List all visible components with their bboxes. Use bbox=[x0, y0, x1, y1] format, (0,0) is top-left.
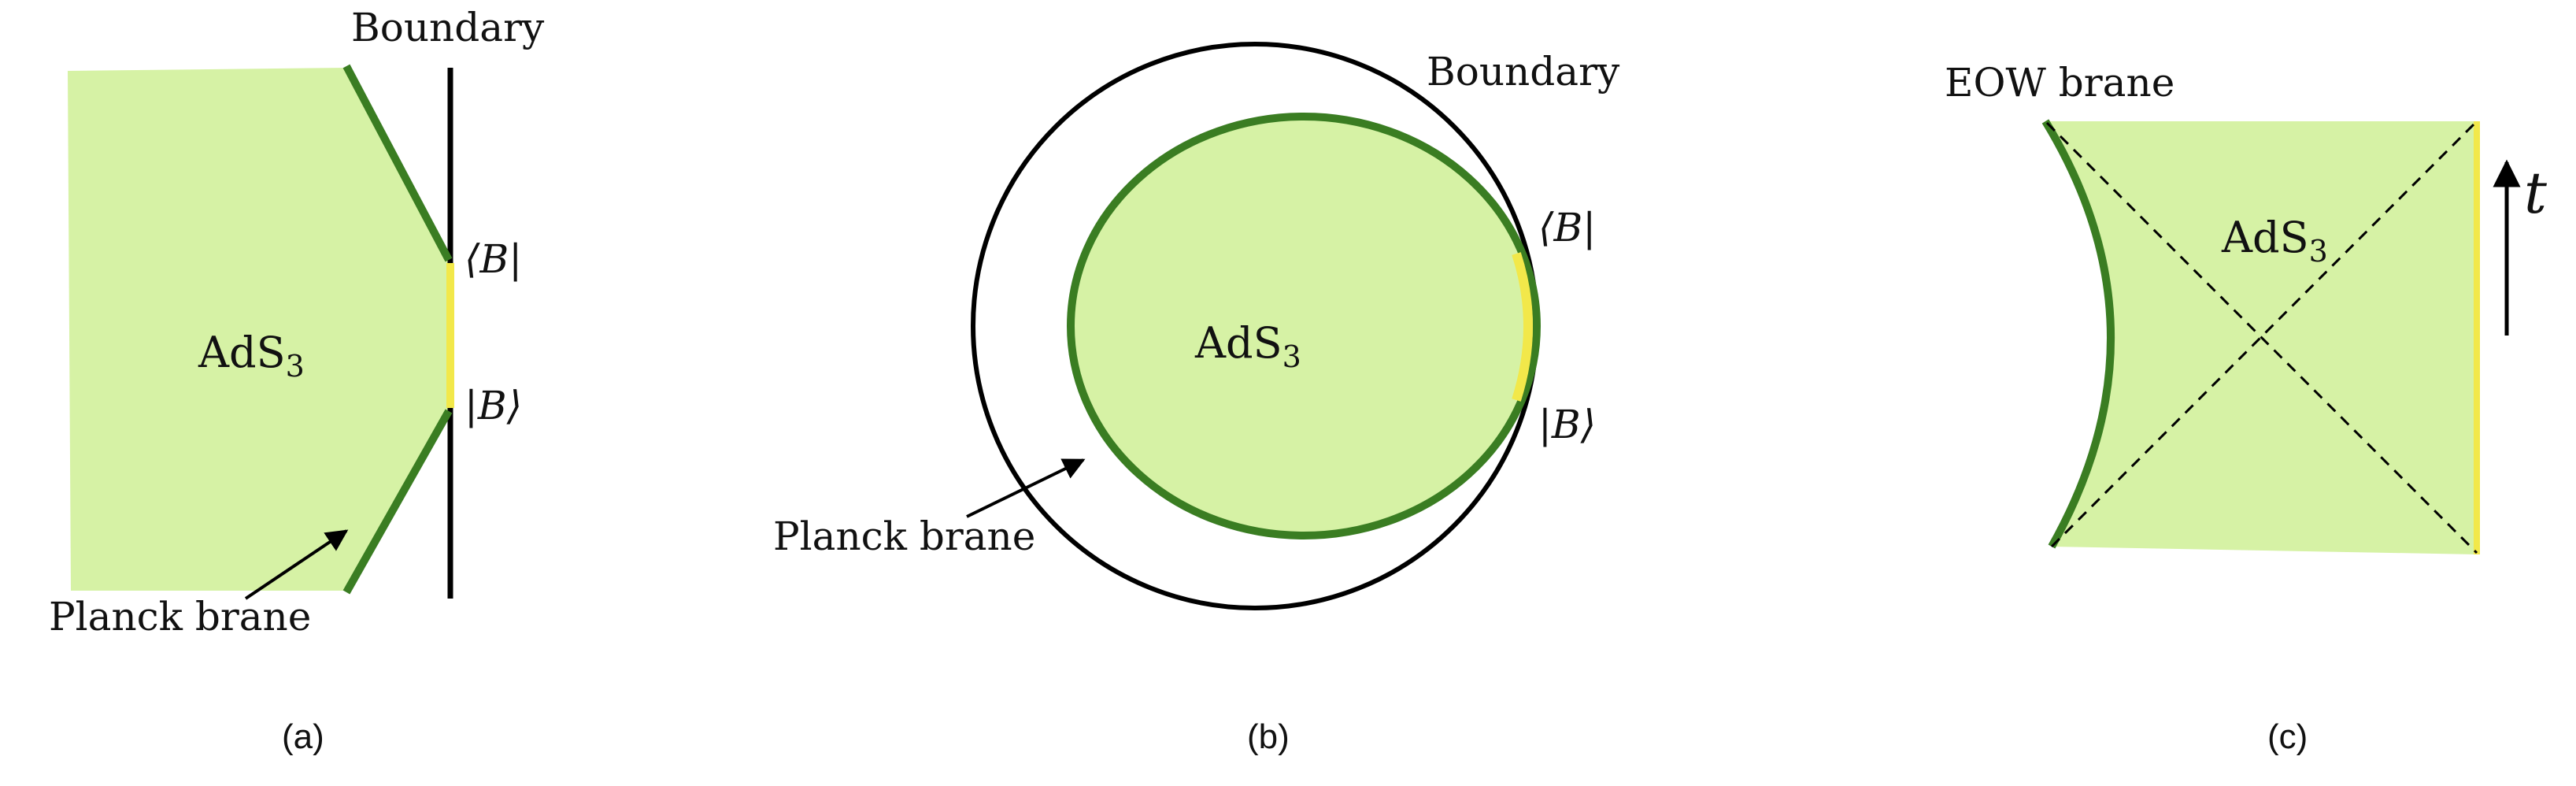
panel-c: EOW brane AdS3 t (c) bbox=[1945, 60, 2548, 756]
panel-b-boundary-segment bbox=[1512, 252, 1533, 402]
panel-b-caption: (b) bbox=[1247, 717, 1290, 756]
panel-c-caption: (c) bbox=[2267, 717, 2308, 756]
panel-a: Boundary AdS3 ⟨B| |B⟩ Planck brane (a) bbox=[49, 5, 545, 756]
panel-c-diagonal-descending bbox=[2045, 121, 2478, 554]
panel-a-upper-brane bbox=[342, 64, 453, 262]
panel-b-bra-label: ⟨B| bbox=[1538, 205, 1596, 250]
panel-b-bulk-name: AdS bbox=[1194, 318, 1282, 368]
panel-a-bra-label: ⟨B| bbox=[464, 236, 522, 282]
panel-b-bulk-subscript: 3 bbox=[1282, 339, 1301, 374]
panel-c-bulk-label: AdS3 bbox=[2221, 213, 2328, 269]
panel-b: Boundary AdS3 ⟨B| |B⟩ Planck brane (b) bbox=[773, 42, 1620, 756]
panel-a-bulk-name: AdS bbox=[198, 328, 286, 377]
panel-c-diagonal-ascending bbox=[2050, 120, 2478, 548]
panel-c-bulk-name: AdS bbox=[2221, 213, 2309, 262]
panel-b-ads-region bbox=[1067, 113, 1541, 539]
panel-b-bulk-label: AdS3 bbox=[1194, 318, 1301, 374]
panel-b-brane-label: Planck brane bbox=[773, 513, 1035, 559]
panel-a-boundary-label: Boundary bbox=[351, 5, 545, 50]
panel-b-boundary-label: Boundary bbox=[1427, 49, 1620, 95]
panel-a-bulk-label: AdS3 bbox=[198, 328, 305, 384]
panel-c-eow-brane bbox=[2041, 119, 2115, 549]
panel-a-pointer-arrow bbox=[244, 529, 349, 600]
panel-c-time-label: t bbox=[2524, 160, 2548, 226]
panel-a-bulk-subscript: 3 bbox=[286, 349, 305, 384]
panel-a-lower-brane bbox=[342, 409, 453, 595]
panel-b-pointer-arrow bbox=[966, 458, 1086, 518]
panel-a-ket-label: |B⟩ bbox=[464, 383, 522, 428]
panel-a-caption: (a) bbox=[282, 717, 324, 756]
panel-a-ads-region bbox=[68, 68, 450, 591]
panel-c-brane-label: EOW brane bbox=[1945, 60, 2174, 106]
panel-a-brane-label: Planck brane bbox=[49, 594, 311, 640]
panel-b-ket-label: |B⟩ bbox=[1538, 402, 1596, 447]
panel-c-bulk-subscript: 3 bbox=[2309, 234, 2328, 269]
